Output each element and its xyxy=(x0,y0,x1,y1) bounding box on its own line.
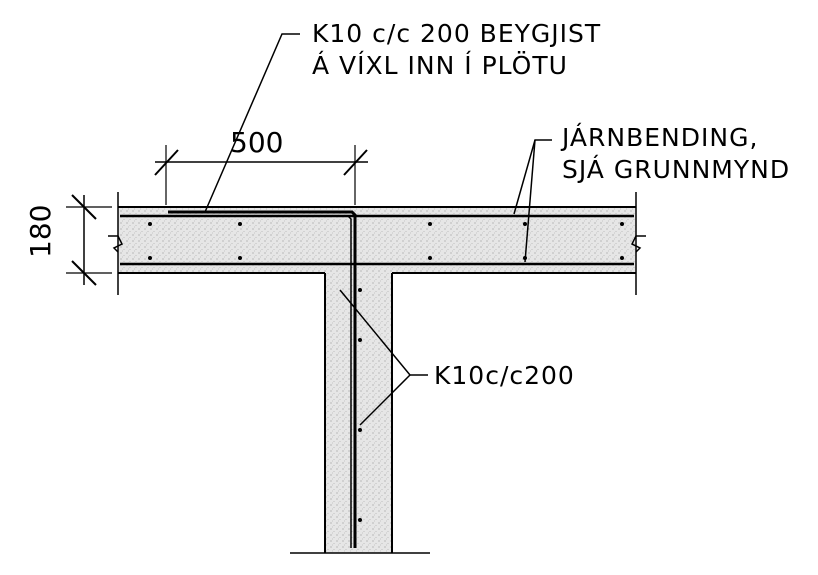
dim-180-tick-bottom xyxy=(71,260,97,286)
dim-180-text: 180 xyxy=(24,205,57,258)
dim-500-text: 500 xyxy=(230,126,283,159)
slab xyxy=(118,207,636,273)
wall-rebar-dots xyxy=(358,288,362,522)
dim-500-tick-right xyxy=(343,149,368,176)
top-bar-note-line2: Á VÍXL INN Í PLÖTU xyxy=(312,51,568,80)
dim-180-tick-top xyxy=(71,194,97,220)
bent-wall-rebar-inner xyxy=(168,215,352,548)
dim-500-tick-left xyxy=(154,149,179,176)
leader-top-bar xyxy=(204,33,300,213)
slab-reinf-note-line2: SJÁ GRUNNMYND xyxy=(562,155,790,184)
slab-left-break xyxy=(108,235,124,253)
slab-right-break xyxy=(630,235,646,253)
top-bar-note-line1: K10 c/c 200 BEYGJIST xyxy=(312,19,601,48)
wall xyxy=(325,273,392,553)
wall-reinf-note: K10c/c200 xyxy=(434,361,575,390)
leader-wall-reinf-2 xyxy=(359,374,411,426)
leader-slab-reinf-1 xyxy=(513,139,552,215)
leader-slab-reinf-2 xyxy=(524,139,536,263)
bent-wall-rebar xyxy=(168,210,357,548)
slab-reinf-note-line1: JÁRNBENDING, xyxy=(560,123,758,152)
